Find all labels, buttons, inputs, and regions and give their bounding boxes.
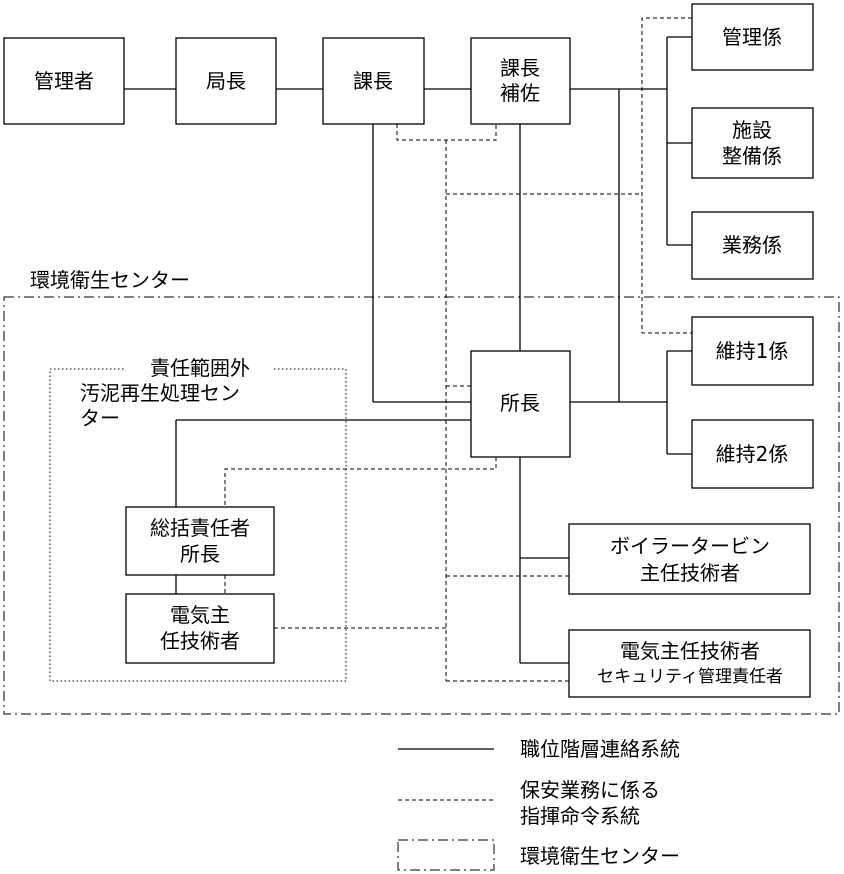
box-denki-main-line-2: セキュリティ管理責任者	[597, 667, 783, 687]
box-boiler-line-2: 主任技術者	[640, 561, 740, 585]
box-kacho-hosa-line-1: 課長	[500, 56, 540, 80]
box-iji2: 維持2係	[691, 419, 814, 489]
box-boiler: ボイラータービン 主任技術者	[568, 523, 811, 595]
box-kanrisha-label: 管理者	[34, 69, 94, 93]
box-kacho: 課長	[322, 37, 425, 125]
box-iji2-label: 維持2係	[716, 442, 789, 466]
box-outside-denki-line-2: 任技術者	[160, 629, 240, 653]
box-kanri-kakari-label: 管理係	[722, 25, 782, 49]
box-outside-denki-line-1: 電気主	[170, 603, 230, 627]
box-shocho: 所長	[470, 350, 571, 458]
box-kyokucho-label: 局長	[206, 69, 246, 93]
box-sokatsu-line-1: 総括責任者	[150, 516, 250, 540]
box-denki-main-line-1: 電気主任技術者	[620, 639, 760, 663]
legend-dashdot-sample	[397, 839, 495, 871]
box-shisetsu-kakari-line-2: 整備係	[722, 144, 782, 168]
outside-scope-name-line-1: 汚泥再生処理セン	[80, 381, 240, 405]
box-sokatsu: 総括責任者 所長	[125, 506, 275, 576]
box-shisetsu-kakari: 施設 整備係	[691, 107, 814, 179]
box-shisetsu-kakari-line-1: 施設	[732, 118, 772, 142]
box-boiler-line-1: ボイラータービン	[610, 534, 770, 558]
legend-dashed-label-line-1: 保安業務に係る	[520, 778, 660, 802]
box-kacho-hosa-line-2: 補佐	[500, 81, 540, 105]
safety-command-lines	[224, 17, 692, 682]
legend-solid-label: 職位階層連絡系統	[520, 737, 680, 761]
box-outside-denki: 電気主 任技術者	[125, 593, 275, 664]
box-kanrisha: 管理者	[3, 37, 125, 125]
box-iji1-label: 維持1係	[716, 339, 789, 363]
box-kanri-kakari: 管理係	[691, 3, 814, 71]
box-gyomu-kakari: 業務係	[691, 211, 814, 280]
box-gyomu-kakari-label: 業務係	[722, 233, 782, 257]
box-kacho-label: 課長	[353, 69, 393, 93]
legend: 職位階層連絡系統 保安業務に係る 指揮命令系統 環境衛生センター	[397, 737, 680, 871]
box-iji1: 維持1係	[691, 316, 814, 386]
legend-dashdot-label: 環境衛生センター	[520, 844, 680, 868]
center-region-label: 環境衛生センター	[30, 268, 190, 292]
box-kacho-hosa: 課長 補佐	[470, 37, 571, 125]
legend-dashed-label-line-2: 指揮命令系統	[520, 804, 640, 828]
box-shocho-label: 所長	[500, 391, 540, 415]
box-sokatsu-line-2: 所長	[180, 542, 220, 566]
outside-scope-name-line-2: ター	[80, 406, 120, 430]
center-region-outline	[3, 296, 840, 715]
box-denki-main: 電気主任技術者 セキュリティ管理責任者	[568, 629, 811, 698]
box-kyokucho: 局長	[175, 37, 277, 125]
hierarchy-lines	[124, 36, 692, 664]
outside-scope-title: 責任範囲外	[150, 356, 250, 380]
